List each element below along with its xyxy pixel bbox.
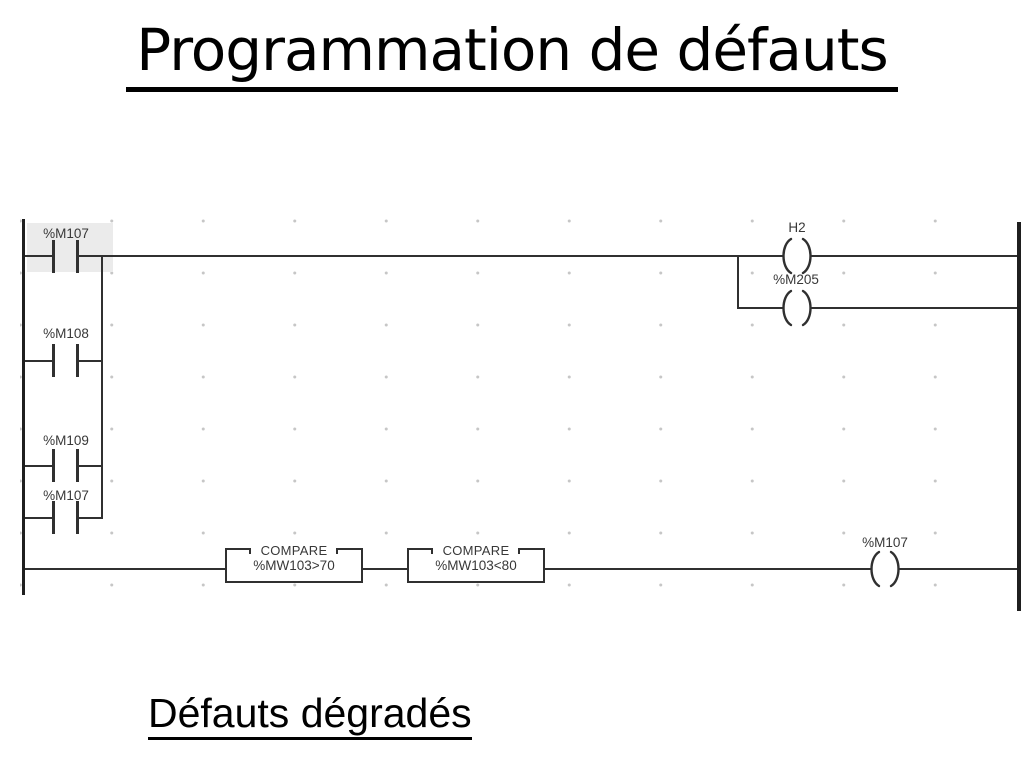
compare-block-expression: %MW103>70 [253,558,335,573]
slide-title-wrap: Programmation de défauts [0,16,1024,92]
wire-h [25,360,52,362]
block-border-hook [431,548,433,554]
wire-h [739,307,783,309]
contact-symbol [76,240,79,273]
coil-label: %M205 [773,272,819,287]
left-power-rail [22,219,25,595]
wire-h [545,568,871,570]
compare-block-title: COMPARE [442,543,510,558]
coil-label: H2 [788,220,806,235]
wire-h [25,568,225,570]
block-border-hook [249,548,251,554]
compare-block: COMPARE %MW103>70 [225,544,363,583]
wire-h [79,255,783,257]
wire-h [811,307,1017,309]
coil-label: %M107 [862,535,908,550]
coil-icon [782,237,812,275]
contact-symbol [52,344,55,377]
contact-symbol [52,449,55,482]
wire-h [79,517,103,519]
wire-h [25,465,52,467]
wire-h [25,517,52,519]
block-border-segment [336,548,361,550]
contact-symbol [52,501,55,534]
branch-connector [737,255,739,309]
page-title: Programmation de défauts [126,16,898,92]
contact-symbol [76,344,79,377]
wire-h [899,568,1017,570]
compare-block: COMPARE %MW103<80 [407,544,545,583]
block-border-hook [336,548,338,554]
coil-icon [782,289,812,327]
block-border-segment [518,548,543,550]
compare-block-expression: %MW103<80 [435,558,517,573]
wire-h [79,465,103,467]
contact-label: %M109 [43,433,89,448]
contact-symbol [76,501,79,534]
compare-block-title: COMPARE [260,543,328,558]
contact-symbol [52,240,55,273]
wire-h [79,360,103,362]
block-border-segment [227,548,251,550]
block-border-hook [518,548,520,554]
contact-label: %M107 [43,226,89,241]
editor-grid-dots [20,218,1024,600]
contact-selection-highlight [27,223,113,272]
parallel-branch-connector [101,255,103,519]
wire-h [811,255,1017,257]
contact-label: %M108 [43,326,89,341]
wire-h [363,568,407,570]
contact-symbol [76,449,79,482]
coil-icon [870,550,900,588]
block-border-segment [409,548,433,550]
contact-label: %M107 [43,488,89,503]
right-power-rail [1017,222,1021,611]
wire-h [25,255,52,257]
slide-caption: Défauts dégradés [148,690,472,741]
